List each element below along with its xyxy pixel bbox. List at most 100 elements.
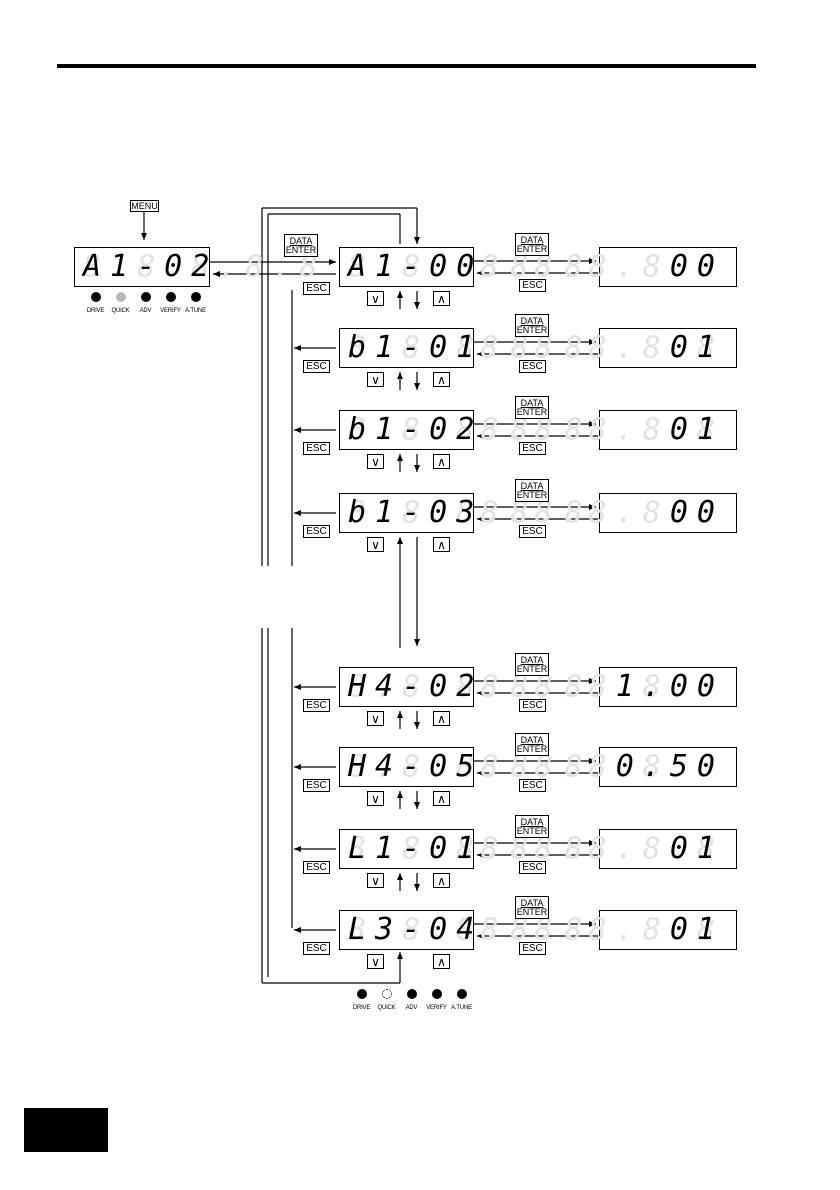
esc-key[interactable]: ESC: [519, 779, 546, 792]
up-key[interactable]: ∧: [433, 537, 450, 552]
enter-key-label: ENTER: [516, 663, 548, 674]
esc-key[interactable]: ESC: [519, 442, 546, 455]
enter-key-label: ENTER: [516, 324, 548, 335]
led-indicator: [431, 989, 442, 999]
down-key[interactable]: ∨: [367, 873, 384, 888]
parameter-display-text: L3-04: [348, 912, 484, 947]
enter-key-label: ENTER: [516, 825, 548, 836]
data-key-label: DATA: [520, 480, 544, 491]
led-atune: A.TUNE: [183, 292, 208, 314]
led-adv: ADV: [399, 989, 424, 1011]
up-key[interactable]: ∧: [433, 954, 450, 969]
esc-key[interactable]: ESC: [303, 942, 330, 955]
value-display-text: 0.50: [615, 749, 724, 784]
down-key[interactable]: ∨: [367, 291, 384, 306]
esc-key[interactable]: ESC: [303, 360, 330, 373]
esc-key[interactable]: ESC: [303, 442, 330, 455]
led-row-bottom: DRIVE QUICK ADV VERIFY A.TUNE: [349, 989, 474, 1011]
esc-key[interactable]: ESC: [519, 360, 546, 373]
esc-key[interactable]: ESC: [303, 861, 330, 874]
down-key[interactable]: ∨: [367, 954, 384, 969]
parameter-display-text: L1-01: [348, 831, 484, 866]
led-indicator: [115, 292, 126, 302]
led-drive: DRIVE: [83, 292, 108, 314]
data-key-label: DATA: [520, 397, 544, 408]
led-indicator: [90, 292, 101, 302]
up-key[interactable]: ∧: [433, 711, 450, 726]
esc-key[interactable]: ESC: [519, 942, 546, 955]
esc-key[interactable]: ESC: [303, 779, 330, 792]
led-verify: VERIFY: [158, 292, 183, 314]
value-display-text: 01: [669, 831, 724, 866]
parameter-display-text: b1-01: [348, 330, 484, 365]
value-display-text: 00: [669, 495, 724, 530]
value-display-text: 01: [669, 412, 724, 447]
value-display-text: 01: [669, 330, 724, 365]
data-key-label: DATA: [520, 897, 544, 908]
esc-key[interactable]: ESC: [519, 525, 546, 538]
led-row-top: DRIVE QUICK ADV VERIFY A.TUNE: [83, 292, 208, 314]
parameter-display-text: A1-00: [348, 249, 484, 284]
data-key-label: DATA: [520, 315, 544, 326]
data-key-label: DATA: [520, 234, 544, 245]
led-quick: QUICK: [374, 989, 399, 1011]
down-key[interactable]: ∨: [367, 537, 384, 552]
data-key-label: DATA: [520, 654, 544, 665]
enter-key-label: ENTER: [516, 743, 548, 754]
up-key[interactable]: ∧: [433, 454, 450, 469]
enter-key-label: ENTER: [516, 243, 548, 254]
esc-key[interactable]: ESC: [519, 699, 546, 712]
enter-key-label: ENTER: [516, 406, 548, 417]
esc-key[interactable]: ESC: [519, 279, 546, 292]
up-key[interactable]: ∧: [433, 873, 450, 888]
esc-key[interactable]: ESC: [303, 699, 330, 712]
down-key[interactable]: ∨: [367, 372, 384, 387]
data-key-label: DATA: [520, 734, 544, 745]
down-key[interactable]: ∨: [367, 791, 384, 806]
led-quick: QUICK: [108, 292, 133, 314]
led-indicator: [406, 989, 417, 999]
led-indicator: [140, 292, 151, 302]
enter-key-label: ENTER: [516, 489, 548, 500]
esc-key[interactable]: ESC: [303, 282, 330, 295]
parameter-display-text: b1-03: [348, 495, 484, 530]
led-indicator: [381, 989, 392, 999]
up-key[interactable]: ∧: [433, 791, 450, 806]
up-key[interactable]: ∧: [433, 372, 450, 387]
led-indicator: [190, 292, 201, 302]
up-key[interactable]: ∧: [433, 291, 450, 306]
esc-key[interactable]: ESC: [519, 861, 546, 874]
down-key[interactable]: ∨: [367, 711, 384, 726]
menu-key[interactable]: MENU: [130, 200, 159, 212]
esc-key[interactable]: ESC: [303, 525, 330, 538]
led-verify: VERIFY: [424, 989, 449, 1011]
down-key[interactable]: ∨: [367, 454, 384, 469]
value-display-text: 01: [669, 912, 724, 947]
enter-key-label: ENTER: [516, 906, 548, 917]
parameter-display-text: b1-02: [348, 412, 484, 447]
led-indicator: [456, 989, 467, 999]
